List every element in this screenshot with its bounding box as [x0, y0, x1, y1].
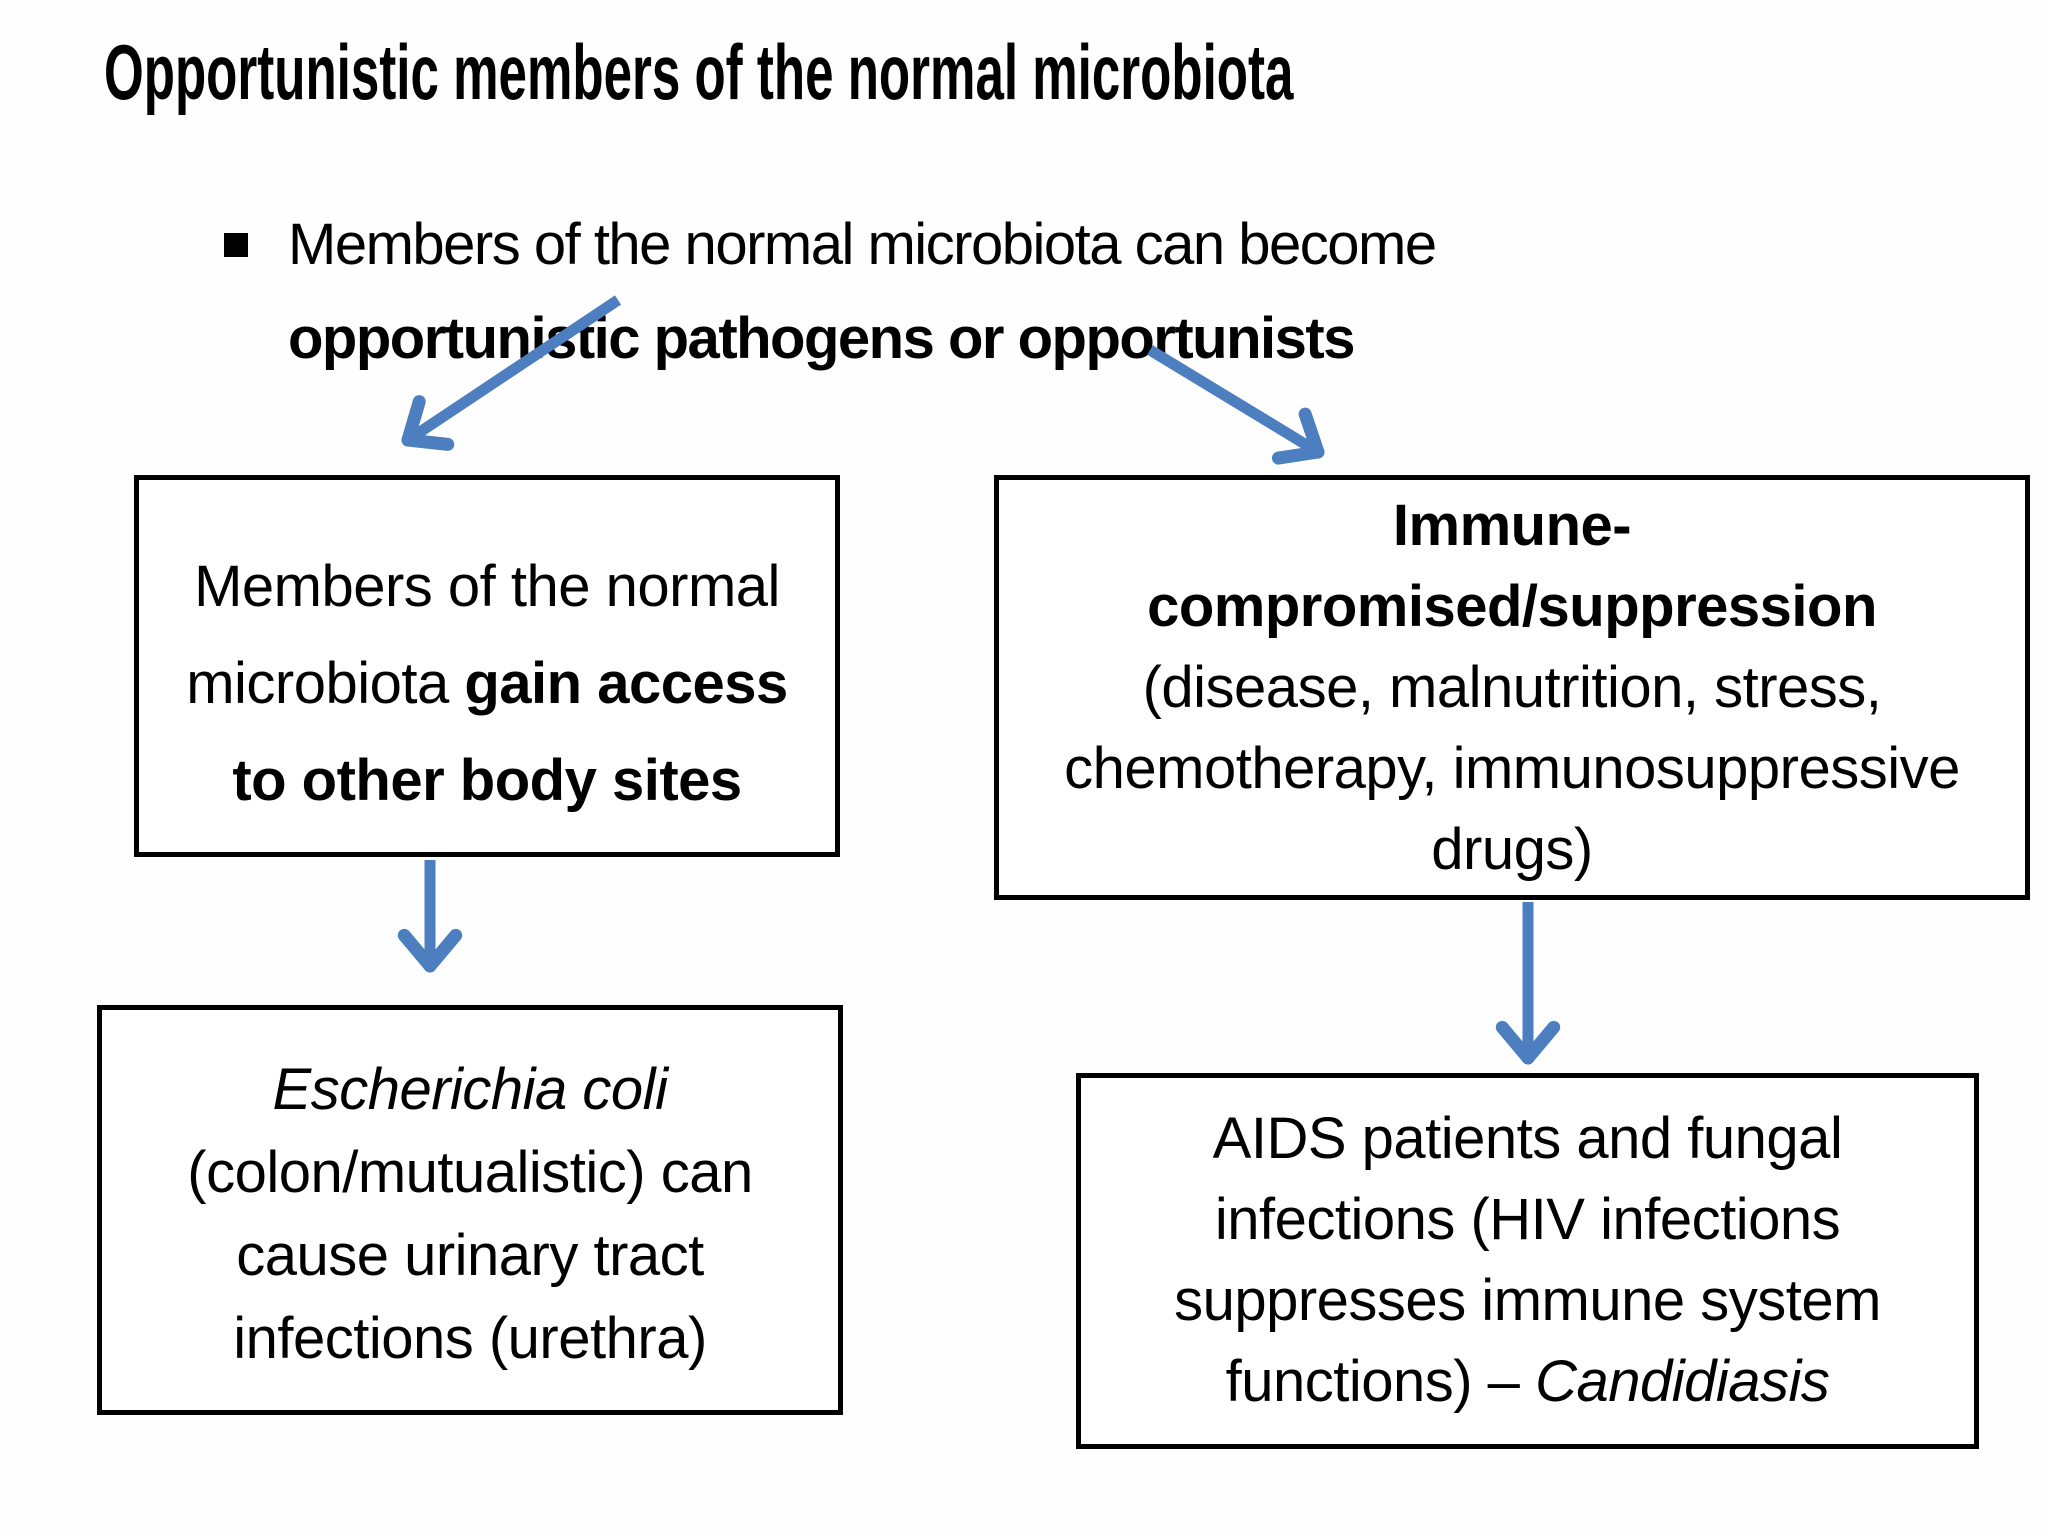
- arrow-gain-access-to-ecoli: [397, 860, 463, 973]
- text-line: infections (urethra): [233, 1306, 707, 1371]
- bullet-square-icon: [224, 233, 248, 257]
- text-line: cause urinary tract: [236, 1223, 704, 1288]
- text-line: Members of the normal: [194, 554, 780, 619]
- text-line: chemotherapy, immunosuppressive: [1064, 736, 1960, 801]
- box-aids-candidiasis: AIDS patients and fungal infections (HIV …: [1076, 1073, 1979, 1449]
- text-line: suppresses immune system: [1174, 1268, 1881, 1333]
- bullet-text: Members of the normal microbiota can bec…: [288, 198, 1437, 386]
- text-line: (colon/mutualistic) can: [187, 1140, 753, 1205]
- text-line: drugs): [1431, 817, 1593, 882]
- text-line: compromised/suppression: [1147, 574, 1877, 639]
- arrow-immunocompromised-to-aids: [1495, 902, 1561, 1065]
- box-immunocompromised: Immune-compromised/suppression (disease, …: [994, 475, 2030, 900]
- text-line: Members of the normal microbiota can bec…: [288, 212, 1437, 277]
- text-line: infections (HIV infections: [1214, 1187, 1841, 1252]
- slide-title: Opportunistic members of the normal micr…: [104, 28, 1294, 116]
- text-line: Escherichia coli: [272, 1057, 668, 1122]
- box-gain-access: Members of the normal microbiota gain acc…: [134, 475, 840, 857]
- text-line: microbiota gain access: [186, 651, 788, 716]
- text-line: functions) – Candidiasis: [1225, 1349, 1830, 1414]
- text-line: to other body sites: [232, 748, 742, 813]
- box-ecoli-uti: Escherichia coli (colon/mutualistic) can c…: [97, 1005, 843, 1415]
- text-line: AIDS patients and fungal: [1212, 1106, 1843, 1171]
- text-line: opportunistic pathogens or opportunists: [288, 306, 1356, 371]
- text-line: Immune-: [1392, 493, 1632, 558]
- text-line: (disease, malnutrition, stress,: [1142, 655, 1882, 720]
